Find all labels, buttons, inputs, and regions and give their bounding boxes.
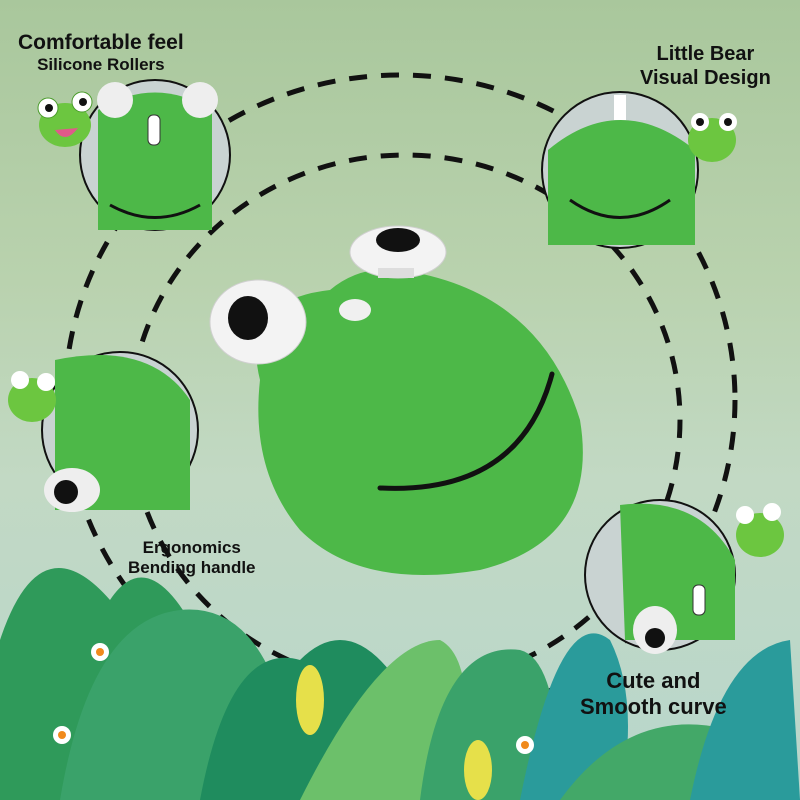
detail-circle-curve <box>584 499 736 654</box>
feature-line-1: Little Bear <box>656 43 755 65</box>
mascot-frog-icon-4 <box>736 503 784 557</box>
feature-label-ergonomics: Ergonomics Bending handle <box>128 538 256 579</box>
frog-mouse-product <box>209 225 583 575</box>
detail-circle-design <box>541 91 699 249</box>
mascot-frog-icon-2 <box>688 113 737 162</box>
feature-label-comfort: Comfortable feel Silicone Rollers <box>18 30 184 76</box>
feature-line-1: Cute and <box>606 668 701 693</box>
detail-circle-rollers <box>79 79 231 231</box>
detail-circle-ergonomics <box>41 351 199 512</box>
feature-title: Comfortable feel <box>18 31 184 54</box>
feature-line-2: Visual Design <box>640 67 771 89</box>
mascot-frog-icon <box>37 91 93 147</box>
feature-subtitle: Silicone Rollers <box>37 55 165 75</box>
feature-label-design: Little Bear Visual Design <box>640 42 771 90</box>
feature-line-2: Bending handle <box>128 558 256 578</box>
foliage-decoration <box>0 568 800 800</box>
feature-label-curve: Cute and Smooth curve <box>580 668 727 721</box>
mascot-frog-icon-3 <box>8 371 56 422</box>
feature-line-2: Smooth curve <box>580 694 727 720</box>
feature-line-1: Ergonomics <box>142 538 241 557</box>
